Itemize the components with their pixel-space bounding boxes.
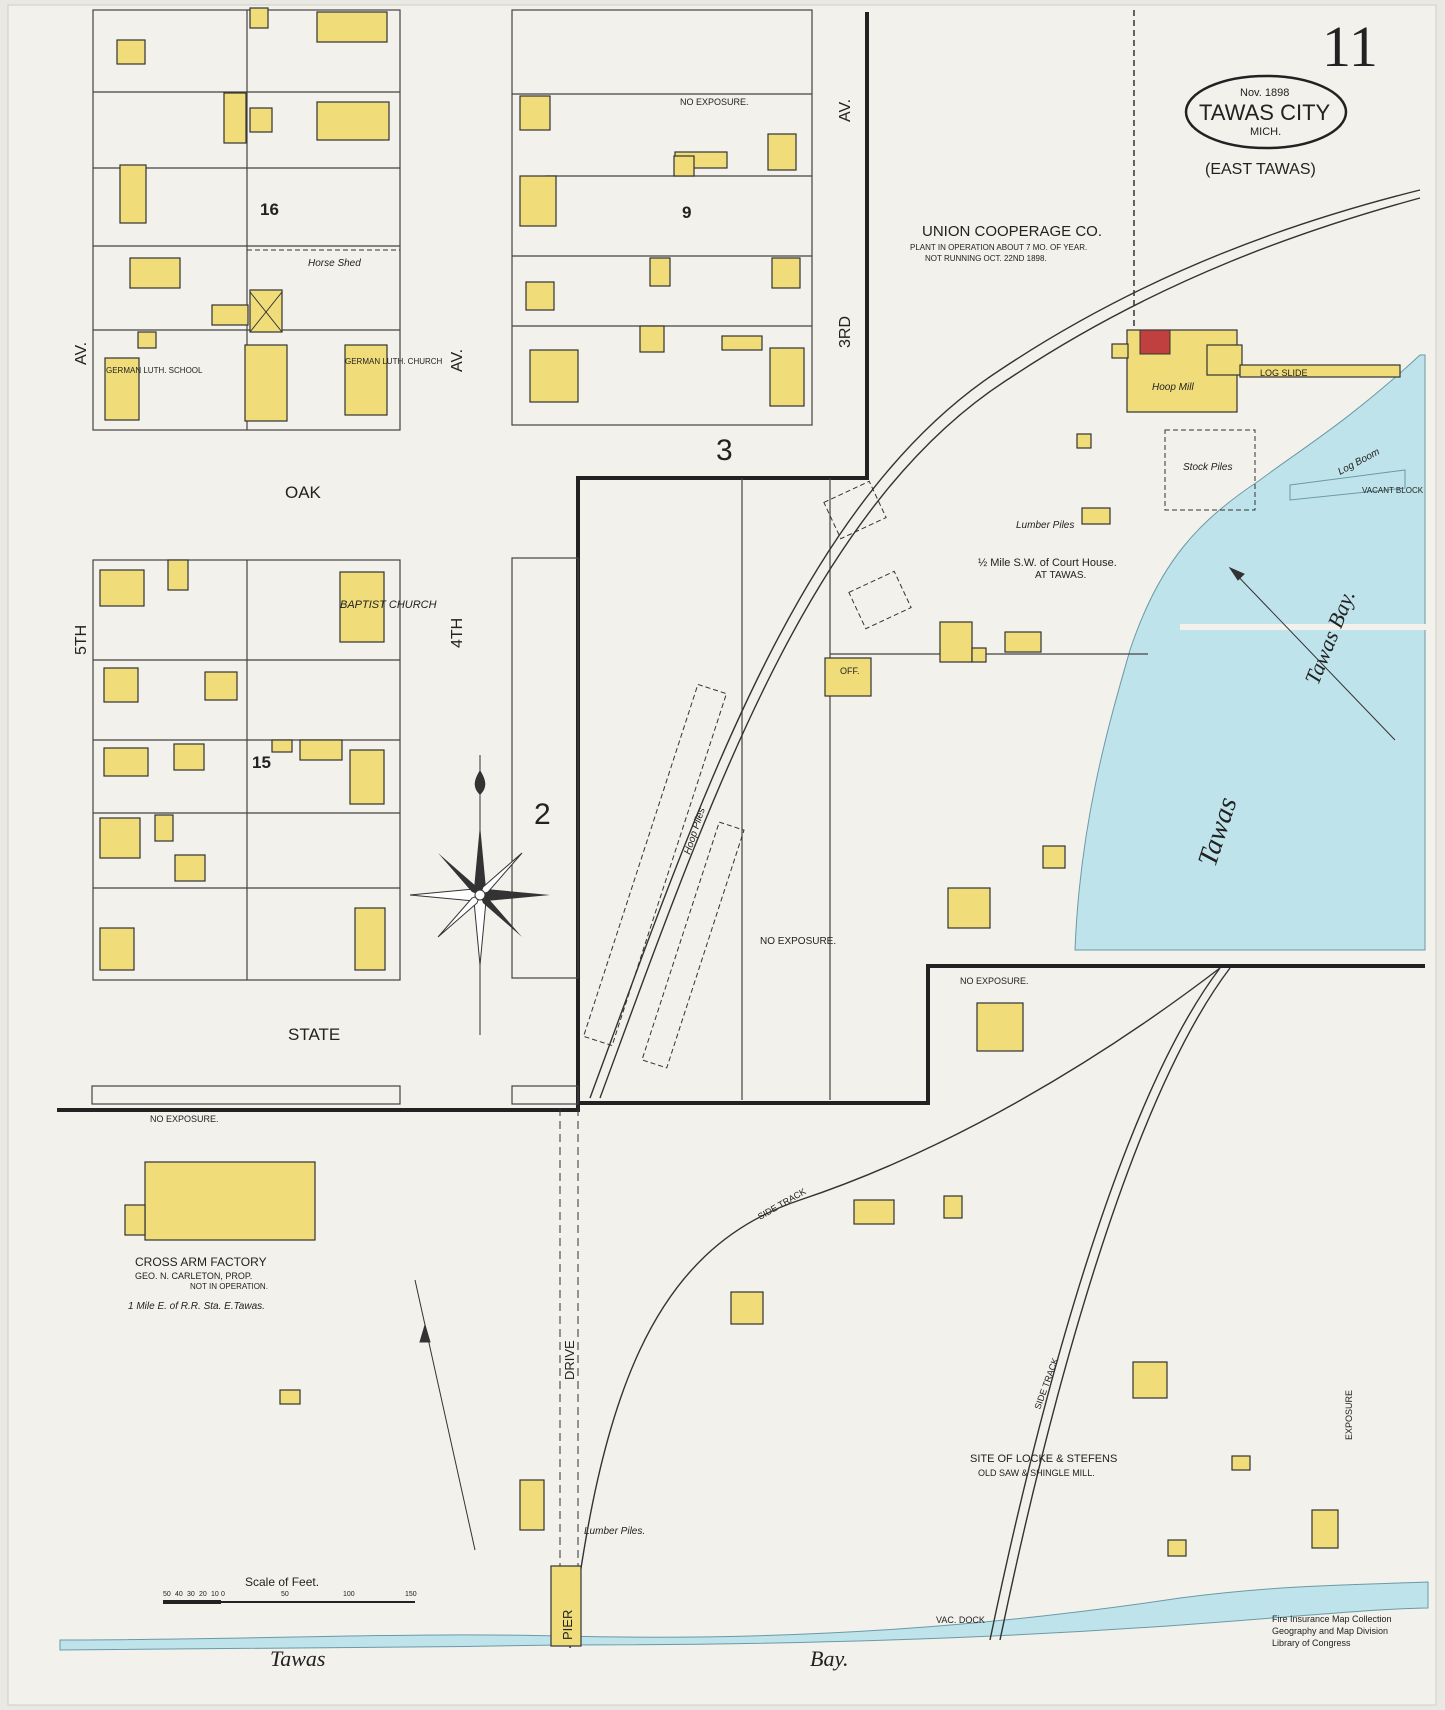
state-lot-mid <box>511 1085 579 1105</box>
block-3-label: 3 <box>716 434 733 467</box>
block-16 <box>92 7 401 431</box>
site-locke-label: SITE OF LOCKE & STEFENS <box>970 1453 1117 1465</box>
scale-tick-label: 100 <box>343 1591 355 1598</box>
state-street-label: STATE <box>288 1025 340 1044</box>
log-slide-label: LOG SLIDE <box>1260 368 1308 378</box>
tawas-bottom-label: Tawas <box>270 1646 325 1671</box>
baptist-church-label: BAPTIST CHURCH <box>340 599 437 611</box>
scale-tick-label: 10 <box>211 1591 219 1598</box>
third-street-label: 3RD <box>837 316 854 348</box>
pier-label: PIER <box>560 1610 575 1640</box>
cooperage-note-1: PLANT IN OPERATION ABOUT 7 MO. OF YEAR. <box>910 243 1087 252</box>
tawas-bay-water-right <box>1074 354 1426 951</box>
map-date: Nov. 1898 <box>1240 87 1289 99</box>
scale-bar <box>163 1600 415 1604</box>
german-luth-school-label: GERMAN LUTH. SCHOOL <box>106 366 203 375</box>
lumber-piles-top-label: Lumber Piles <box>1016 520 1074 531</box>
map-subtitle: (EAST TAWAS) <box>1205 161 1316 178</box>
sheet-boundary <box>57 12 869 1112</box>
sheet-boundary-lower <box>578 964 1425 1105</box>
stock-piles-label: Stock Piles <box>1183 462 1232 473</box>
av-mid-label: AV. <box>449 349 466 372</box>
oak-street-label: OAK <box>285 483 322 502</box>
outbuildings <box>279 621 1339 1647</box>
lumber-piles-bottom-label: Lumber Piles. <box>584 1526 645 1537</box>
horse-shed-label: Horse Shed <box>308 258 361 269</box>
library-stamp-line-2: Geography and Map Division <box>1272 1626 1388 1636</box>
scale-tick-label: 50 <box>163 1591 171 1598</box>
log-boom-water <box>1289 469 1406 501</box>
union-cooperage-title: UNION COOPERAGE CO. <box>922 223 1102 240</box>
block-9-label: 9 <box>682 203 691 222</box>
scale-tick-label: 30 <box>187 1591 195 1598</box>
block-15-label: 15 <box>252 753 271 772</box>
town-name: TAWAS CITY <box>1199 100 1331 125</box>
union-cooperage-buildings <box>1076 329 1401 525</box>
no-exposure-label-b: NO EXPOSURE. <box>150 1114 219 1124</box>
cross-arm-factory-label: CROSS ARM FACTORY <box>135 1255 267 1269</box>
old-saw-label: OLD SAW & SHINGLE MILL. <box>978 1468 1095 1478</box>
shore-gap <box>1180 624 1428 630</box>
exposure-right-label: EXPOSURE <box>1344 1390 1354 1440</box>
no-exposure-label-a: NO EXPOSURE. <box>680 97 749 107</box>
no-exposure-label-c: NO EXPOSURE. <box>760 936 836 947</box>
scale-tick-label: 40 <box>175 1591 183 1598</box>
block-16-label: 16 <box>260 200 279 219</box>
sheet-number: 11 <box>1322 14 1378 79</box>
bay-bottom-label: Bay. <box>810 1646 849 1671</box>
library-stamp-line-3: Library of Congress <box>1272 1638 1351 1648</box>
title-cartouche <box>1184 74 1348 150</box>
fourth-street-label: 4TH <box>449 618 466 648</box>
cross-arm-prop-label: GEO. N. CARLETON, PROP. <box>135 1271 252 1281</box>
block-9 <box>511 9 813 426</box>
state-name: MICH. <box>1250 126 1281 138</box>
no-exposure-label-d: NO EXPOSURE. <box>960 976 1029 986</box>
tawas-bay-water-bottom <box>59 1581 1429 1651</box>
drive-label: DRIVE <box>562 1340 577 1380</box>
office-label: OFF. <box>840 666 860 676</box>
fifth-street-label: 5TH <box>73 625 90 655</box>
hoop-piles-areas <box>582 429 1256 1069</box>
half-mile-label: ½ Mile S.W. of Court House. <box>978 557 1117 569</box>
compass-rose-icon <box>409 755 550 1035</box>
scale-tick-label: 150 <box>405 1591 417 1598</box>
not-in-operation-label: NOT IN OPERATION. <box>190 1282 268 1291</box>
state-lot <box>91 1085 401 1105</box>
cross-arm-shed <box>124 1204 146 1236</box>
german-luth-church-label: GERMAN LUTH. CHURCH <box>345 357 443 366</box>
cross-arm-factory <box>144 1161 316 1241</box>
scale-tick-label: 20 <box>199 1591 207 1598</box>
av-right-label: AV. <box>837 99 854 122</box>
at-tawas-label: AT TAWAS. <box>1035 570 1086 581</box>
one-mile-label: 1 Mile E. of R.R. Sta. E.Tawas. <box>128 1301 265 1312</box>
cooperage-note-2: NOT RUNNING OCT. 22ND 1898. <box>925 254 1047 263</box>
block-2-lot <box>511 557 579 979</box>
library-stamp-line-1: Fire Insurance Map Collection <box>1272 1614 1392 1624</box>
railroad-tracks <box>569 189 1421 1649</box>
hoop-mill-label: Hoop Mill <box>1152 382 1194 393</box>
scale-tick-label: 0 <box>221 1591 225 1598</box>
av-left-label: AV. <box>73 342 90 365</box>
vac-dock-label: VAC. DOCK <box>936 1615 985 1625</box>
scale-tick-label: 50 <box>281 1591 289 1598</box>
vacant-block-label: VACANT BLOCK <box>1362 486 1424 495</box>
scale-title: Scale of Feet. <box>245 1575 319 1589</box>
block-2-label: 2 <box>534 798 551 831</box>
north-arrow-icon <box>414 566 1396 1551</box>
block-15 <box>92 559 401 981</box>
